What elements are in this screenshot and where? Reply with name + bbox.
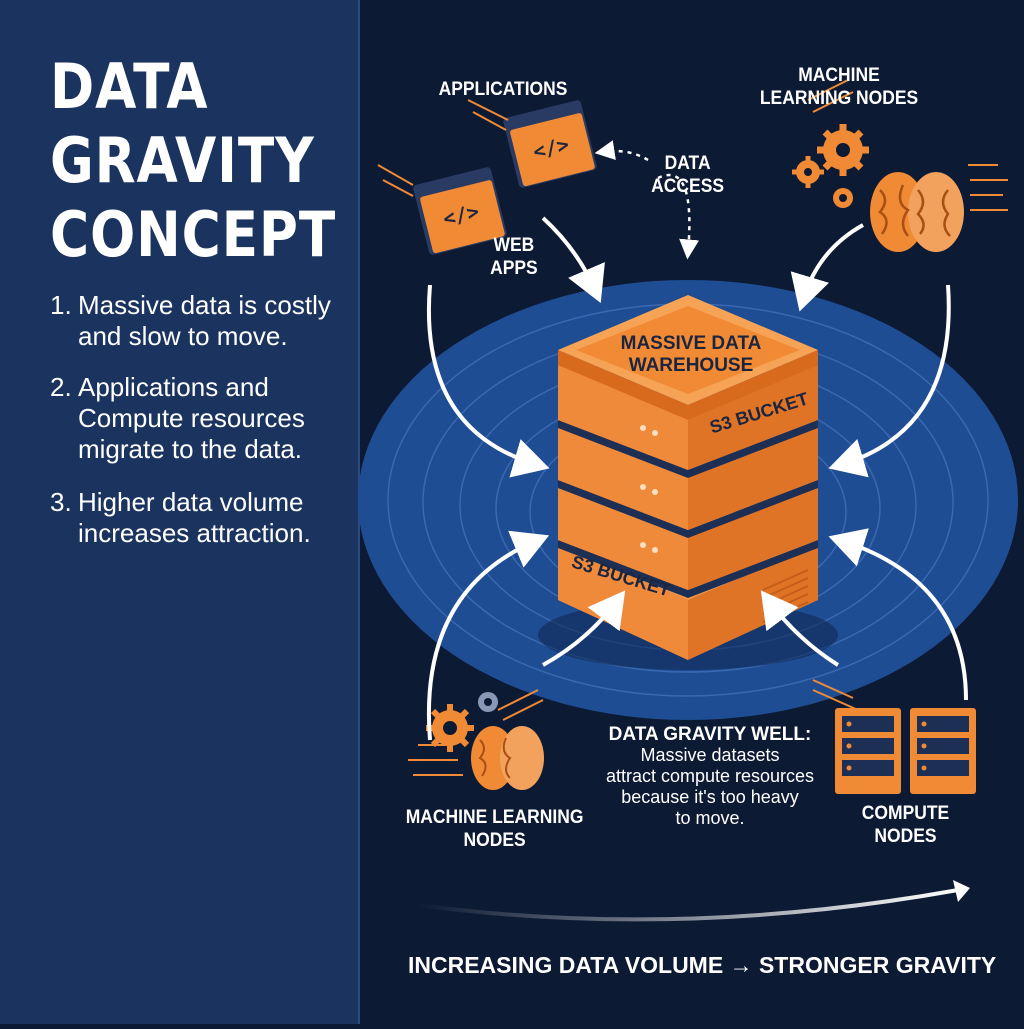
key-point-text: Massive data is costly and slow to move. (78, 290, 331, 351)
circuit-lines (408, 744, 463, 776)
key-point-number: 2. (50, 372, 72, 402)
code-window-icon: </> (413, 167, 507, 255)
title-line-1: DATA (50, 50, 209, 123)
web-apps-line-1: WEB (493, 235, 535, 256)
title-line-3: CONCEPT (50, 198, 337, 271)
ml-nodes-bottom-line-2: NODES (463, 830, 526, 851)
key-point-2: 2. Applications and Compute resources mi… (50, 372, 350, 465)
server-rack-icon (835, 708, 901, 794)
applications-label: APPLICATIONS (438, 79, 568, 100)
brain-icon (471, 726, 544, 790)
data-access-arrow (594, 140, 649, 162)
gravity-well-text-line-1: Massive datasets (640, 745, 780, 765)
footer-caption: INCREASING DATA VOLUME → STRONGER GRAVIT… (408, 952, 997, 978)
key-point-text: Applications and Compute resources migra… (78, 372, 305, 464)
compute-nodes-label: COMPUTE NODES (862, 802, 949, 848)
brain-icon (870, 172, 964, 252)
title-line-2: GRAVITY (50, 124, 315, 197)
circuit-lines (968, 164, 1008, 211)
info-panel: DATA GRAVITY CONCEPT 1. Massive data is … (0, 0, 360, 1024)
compute-nodes-line-1: COMPUTE (861, 803, 950, 824)
gravity-well-text-line-4: to move. (675, 808, 745, 828)
compute-nodes-line-2: NODES (874, 826, 937, 847)
key-point-number: 3. (50, 487, 72, 517)
code-window-icon: </> (503, 100, 597, 188)
key-point-3: 3. Higher data volume increases attracti… (50, 487, 350, 549)
gear-icon (792, 124, 869, 208)
web-apps-label: WEB APPS (490, 234, 538, 280)
ml-nodes-top-line-2: LEARNING NODES (759, 88, 919, 109)
ml-nodes-bottom-line-1: MACHINE LEARNING (405, 807, 584, 828)
key-point-number: 1. (50, 290, 72, 320)
gravity-diagram: </> </> (358, 0, 1024, 1024)
key-point-text: Higher data volume increases attraction. (78, 487, 311, 548)
increasing-volume-arrowhead (953, 880, 970, 902)
gravity-well-text-line-2: attract compute resources (605, 766, 815, 786)
gravity-diagram-graphic: </> </> (358, 79, 1018, 922)
ml-nodes-bottom-label: MACHINE LEARNING NODES (406, 806, 584, 852)
increasing-volume-arrow (417, 888, 959, 922)
web-apps-line-2: APPS (490, 258, 538, 279)
warehouse-title-line-1: MASSIVE DATA (620, 333, 762, 354)
page-title: DATA GRAVITY CONCEPT (50, 50, 337, 272)
data-access-line-2: ACCESS (651, 176, 725, 197)
data-access-line-1: DATA (664, 153, 711, 174)
ml-nodes-top-label: MACHINE LEARNING NODES (760, 64, 918, 110)
server-rack-icon (910, 708, 976, 794)
key-point-1: 1. Massive data is costly and slow to mo… (50, 290, 350, 352)
gravity-well-caption: DATA GRAVITY WELL: Massive datasets attr… (590, 724, 830, 829)
data-access-label: DATA ACCESS (651, 152, 724, 198)
gravity-arrow-icon (427, 216, 968, 741)
gravity-well-text-line-3: because it's too heavy (621, 787, 799, 807)
ml-nodes-top-line-1: MACHINE (798, 65, 880, 86)
motion-lines (377, 79, 859, 721)
warehouse-title: MASSIVE DATA WAREHOUSE (616, 333, 766, 377)
warehouse-title-line-2: WAREHOUSE (628, 355, 754, 376)
gravity-well-heading: DATA GRAVITY WELL: (608, 724, 812, 745)
